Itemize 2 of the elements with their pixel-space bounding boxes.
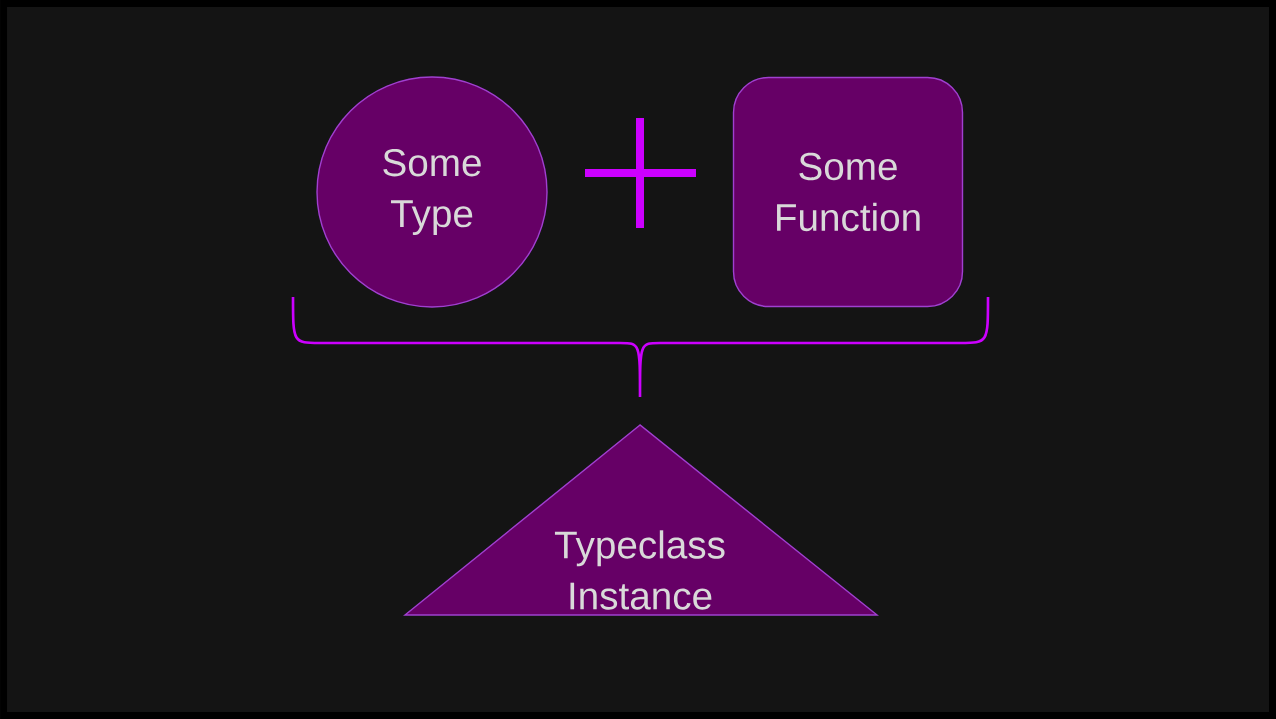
rounded-box: Some Function: [732, 76, 964, 308]
circle-node: Some Type: [316, 76, 548, 308]
